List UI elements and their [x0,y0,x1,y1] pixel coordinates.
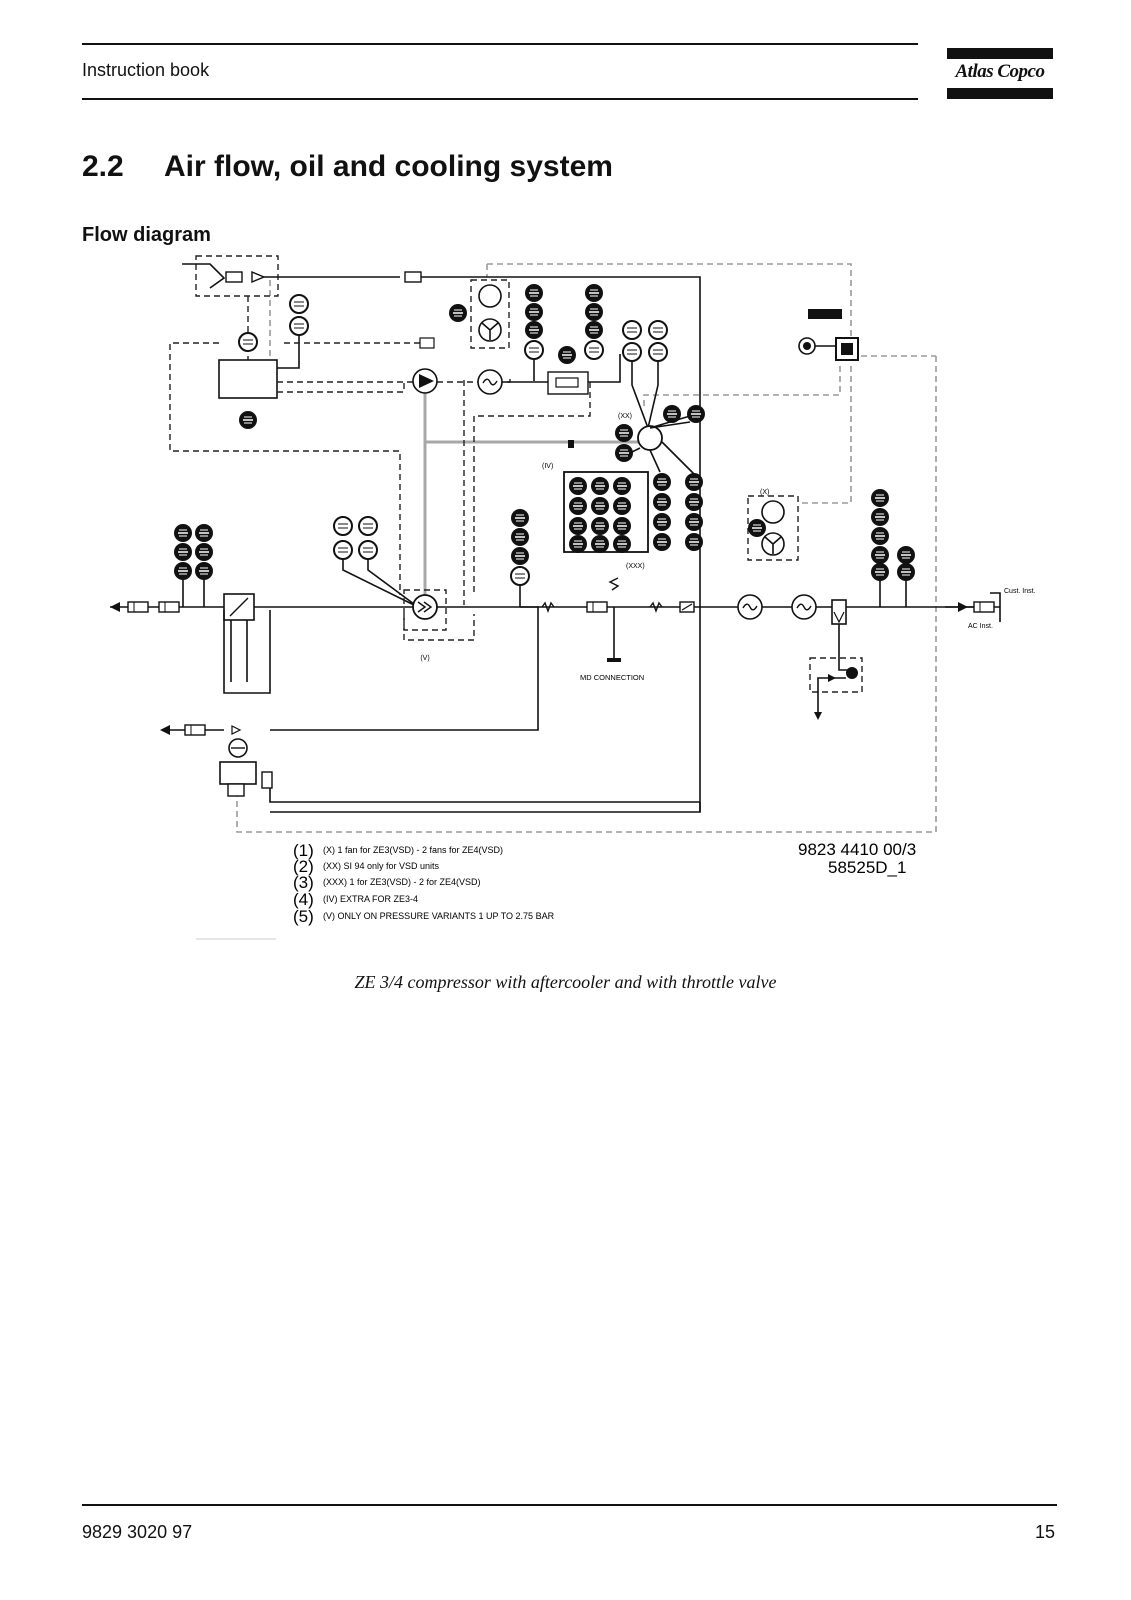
extra-sensor-grid [568,476,632,554]
section-title: 2.2 Air flow, oil and cooling system [82,150,613,184]
atlas-copco-logo: Atlas Copco [947,48,1053,100]
note-text: (IV) EXTRA FOR ZE3-4 [323,894,418,904]
legend-note: (5) (V) ONLY ON PRESSURE VARIANTS 1 UP T… [293,907,555,926]
flow-diagram-heading: Flow diagram [82,224,211,246]
legend-note: (4) (IV) EXTRA FOR ZE3-4 [293,890,418,909]
marker-xxx: (XXX) [626,563,645,570]
note-number: (4) [293,890,314,909]
header-top-rule [82,43,918,45]
legend-note: (2) (XX) SI 94 only for VSD units [293,857,440,876]
legend-note: (1) (X) 1 fan for ZE3(VSD) - 2 fans for … [293,841,503,860]
section-title-text: Air flow, oil and cooling system [164,150,613,183]
note-number: (5) [293,907,314,926]
note-text: (XXX) 1 for ZE3(VSD) - 2 for ZE4(VSD) [323,877,481,887]
cust-inst-label: Cust. Inst. [1004,588,1036,595]
marker-x: (X) [760,489,769,496]
marker-xx: (XX) [618,413,632,420]
header-bottom-rule [82,98,918,100]
legend-notes: (1) (X) 1 fan for ZE3(VSD) - 2 fans for … [293,841,555,926]
footer-rule [82,1504,1057,1506]
note-text: (X) 1 fan for ZE3(VSD) - 2 fans for ZE4(… [323,845,503,855]
md-connection-label: MD CONNECTION [580,673,644,682]
note-number: (1) [293,841,314,860]
page-number: 15 [1034,1522,1055,1542]
note-number: (3) [293,873,314,892]
marker-iv: (IV) [542,463,553,470]
figure-caption: ZE 3/4 compressor with aftercooler and w… [354,972,777,992]
note-number: (2) [293,857,314,876]
note-text: (V) ONLY ON PRESSURE VARIANTS 1 UP TO 2.… [323,911,555,921]
flow-diagram: Cust. Inst. AC Inst. [110,255,1036,940]
drawing-number: 9823 4410 00/3 [798,840,916,859]
note-text: (XX) SI 94 only for VSD units [323,861,440,871]
section-number: 2.2 [82,150,124,183]
legend-note: (3) (XXX) 1 for ZE3(VSD) - 2 for ZE4(VSD… [293,873,481,892]
header-title: Instruction book [82,60,210,80]
drawing-ref: 58525D_1 [828,858,906,877]
brand-wordmark: Atlas Copco [955,61,1045,82]
ac-inst-label: AC Inst. [968,623,993,630]
document-number: 9829 3020 97 [82,1522,193,1542]
marker-v: (V) [420,655,429,662]
